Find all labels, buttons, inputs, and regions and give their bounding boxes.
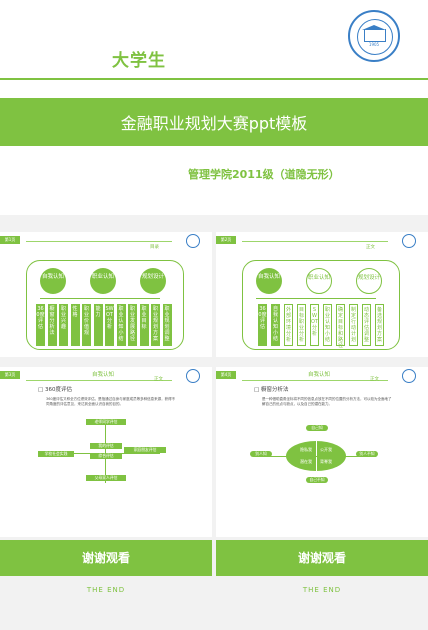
outline-oval: [242, 260, 400, 350]
circle-career: 职业认知: [90, 268, 116, 294]
column-item: 职业规划调整: [162, 304, 172, 346]
column-item: 360度评估: [36, 304, 45, 346]
label-self-know: 自己知: [306, 425, 328, 431]
slide-top-line: [26, 241, 172, 242]
the-end-right: THE END: [302, 586, 342, 594]
outline-oval: [26, 260, 184, 350]
circle-plan: 规划设计: [140, 268, 166, 294]
point-title: □ 360度评估: [38, 387, 72, 393]
column-item: 职业价值观: [82, 304, 91, 346]
slide-header: 自我认知: [92, 372, 115, 378]
circle-plan: 规划设计: [356, 268, 382, 294]
university-logo: 1905: [348, 10, 400, 62]
label-others-know: 别人知: [250, 451, 272, 457]
slide-tag: 正文: [370, 377, 379, 382]
connector-line: [256, 298, 376, 299]
column-item: 自我认知小结: [271, 304, 280, 346]
slide-tag: 正文: [366, 245, 375, 250]
slide-header: 自我认知: [308, 372, 331, 378]
slide-logo-icon: [402, 369, 416, 383]
thanks-text-right: 谢谢观看: [297, 551, 346, 565]
axis-h: [256, 456, 376, 457]
slide-page-tab: 第3页: [0, 371, 20, 379]
slide-tag: 目录: [150, 245, 159, 250]
box-parents: 父母家人评估: [86, 475, 126, 481]
axis-v: [316, 431, 317, 485]
column-item: 职业认知小结: [323, 304, 332, 346]
logo-building-icon: [364, 29, 386, 42]
logo-inner-ring: [357, 19, 393, 55]
the-end-left: THE END: [86, 586, 126, 594]
column-item: 制定行动计划: [349, 304, 358, 346]
column-item: SWOT分析: [310, 304, 319, 346]
slide-page-tab: 第1页: [0, 236, 20, 244]
slide-top-line: [26, 380, 172, 381]
column-item: 橱窗分析法: [47, 304, 57, 346]
slide-page-tab: 第4页: [216, 371, 236, 379]
column-item: SWOT分析: [105, 304, 114, 346]
cover-top-title: 大学生: [112, 51, 166, 71]
cover-main-title: 金融职业规划大赛ppt模板: [120, 114, 308, 133]
column-item: 职业发展路径: [128, 304, 137, 346]
column-item: 职业认知小结: [116, 304, 126, 346]
quadrant-potential: 潜在我: [300, 459, 312, 464]
cover-subtitle: 管理学院2011级（道隐无形）: [188, 168, 340, 181]
column-item: 外部环境分析: [284, 304, 293, 346]
box-teacher: 老师同学评估: [86, 419, 126, 425]
slide-top-line: [242, 241, 388, 242]
column-item: 职业兴趣: [59, 304, 68, 346]
slide-logo-icon: [186, 369, 200, 383]
cover-divider: [0, 78, 428, 80]
column-item: 备选规划方案: [375, 304, 384, 346]
column-item: 性格: [70, 304, 80, 346]
column-item: 确定目标和路径: [336, 304, 345, 349]
slide-tag: 正文: [154, 377, 163, 382]
circle-career: 职业认知: [306, 268, 332, 294]
circle-self: 自我认知: [40, 268, 66, 294]
column-item: 能力: [93, 304, 103, 346]
box-school: 学校社会实践: [38, 451, 74, 457]
connector-line: [40, 298, 160, 299]
thanks-text-left: 谢谢观看: [81, 551, 130, 565]
column-item: 动态评估调整: [362, 304, 371, 346]
slide-3: 第3页 自我认知 正文 □ 360度评估 360度评估又称全方位绩效评估，是指通…: [0, 367, 212, 537]
slide-1: 第1页 目录 自我认知 职业认知 规划设计 360度评估橱窗分析法职业兴趣性格职…: [0, 232, 212, 357]
slide-4: 第4页 自我认知 正文 □ 橱窗分析法 是一种借助直角坐标将不同的信息点放在不同…: [216, 367, 428, 537]
column-item: 职业目标: [139, 304, 149, 346]
slide-top-line: [242, 380, 388, 381]
point-title-text: 360度评估: [44, 387, 72, 393]
slide-logo-icon: [402, 234, 416, 248]
quadrant-public: 公开我: [320, 447, 332, 452]
thanks-band-right: [216, 540, 428, 576]
point-body: 360度评估又称全方位绩效评估，是指通过自身与家庭成员等多种信息来源，获得不同角…: [46, 397, 176, 406]
slide-logo-icon: [186, 234, 200, 248]
quadrant-blind: 背脊我: [320, 459, 332, 464]
column-item: 职业规划方案: [151, 304, 160, 346]
column-item: 目标职业分析: [297, 304, 306, 346]
logo-building-roof: [362, 25, 386, 30]
logo-year: 1905: [368, 42, 380, 47]
quadrant-private: 隐私我: [300, 447, 312, 452]
box-self: 我的评估: [90, 443, 122, 449]
box-overall: 综合评估: [90, 453, 122, 459]
cover-title-band: [0, 98, 428, 146]
circle-self: 自我认知: [256, 268, 282, 294]
slide-2: 第2页 正文 自我认知 职业认知 规划设计 360度评估自我认知小结外部环境分析…: [216, 232, 428, 357]
point-title: □ 橱窗分析法: [254, 387, 289, 393]
column-item: 360度评估: [258, 304, 267, 346]
thanks-band-left: [0, 540, 212, 576]
label-others-unknown: 别人不知: [356, 451, 378, 457]
box-family: 家庭朋友评估: [124, 447, 166, 453]
point-title-text: 橱窗分析法: [260, 387, 289, 393]
label-self-unknown: 自己不知: [306, 477, 328, 483]
slide-page-tab: 第2页: [216, 236, 236, 244]
point-body: 是一种借助直角坐标将不同的信息点放在不同的位置的分析方法，可以较为全面地了解自己…: [262, 397, 392, 406]
